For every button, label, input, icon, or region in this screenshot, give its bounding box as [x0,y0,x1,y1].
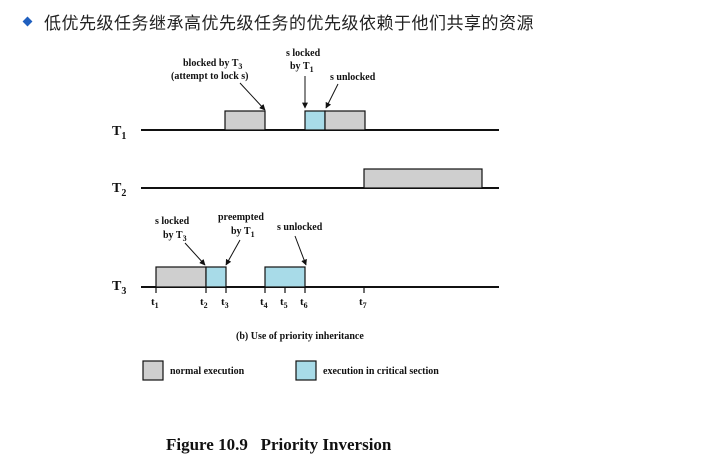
bullet-text: 低优先级任务继承高优先级任务的优先级依赖于他们共享的资源 [44,14,534,34]
t1-blocked-label-line2: (attempt to lock s) [171,71,248,82]
tick-label-t1: t1 [151,296,159,310]
t3-preempted-label-line1: preempted [218,212,264,223]
tick-label-t5: t5 [280,296,288,310]
t3-sunlocked-label: s unlocked [277,222,323,233]
t1-normal-block-1 [224,110,266,131]
t1-slocked-label-line1: s locked [286,48,321,59]
t3-slocked-label-line2: by T3 [163,230,187,243]
tick-label-t2: t2 [200,296,208,310]
bullet-line: 低优先级任务继承高优先级任务的优先级依赖于他们共享的资源 [22,9,534,34]
tick-label-t4: t4 [260,296,268,310]
task-label-t1: T1 [112,124,126,142]
t1-blocked-arrow [239,82,266,111]
tick-marks [155,287,365,293]
task-label-t2: T2 [112,181,126,199]
figure-caption: Figure 10.9 Priority Inversion [166,435,392,454]
subcaption: (b) Use of priority inheritance [236,331,364,342]
t3-critical-block-2 [264,266,306,288]
t1-critical-block [304,110,326,131]
tick-label-t7: t7 [359,296,367,310]
tick-label-t6: t6 [300,296,308,310]
tick-label-t3: t3 [221,296,229,310]
t1-blocked-label-line1: blocked by T3 [183,58,242,71]
legend-label-normal: normal execution [170,366,245,377]
t1-normal-block-2 [324,110,366,131]
task-label-t3: T3 [112,279,126,297]
t2-normal-block [363,168,483,189]
t1-sunlocked-label: s unlocked [330,72,376,83]
t3-preempted-arrow [225,239,241,266]
t1-sunlocked-arrow [325,83,339,109]
t1-slocked-label-line2: by T1 [290,61,314,74]
t3-preempted-label-line2: by T1 [231,226,255,239]
t3-sunlocked-arrow [294,235,307,266]
t3-slocked-label-line1: s locked [155,216,190,227]
t3-slocked-arrow [184,242,206,266]
legend-swatch-critical [295,360,317,381]
legend-swatch-normal [142,360,164,381]
legend-label-critical: execution in critical section [323,366,439,377]
t3-normal-block [155,266,207,288]
t3-critical-block-1 [205,266,227,288]
